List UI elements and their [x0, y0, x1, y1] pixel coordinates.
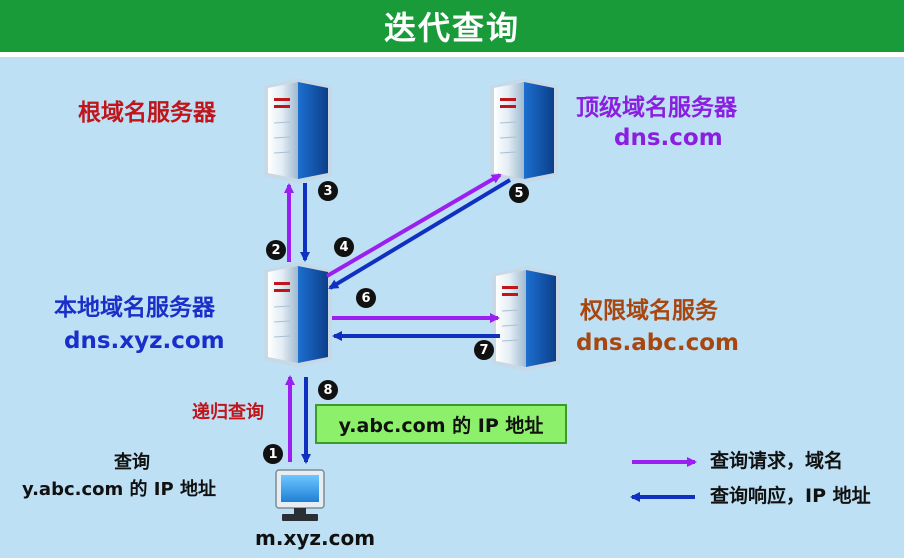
page-title: 迭代查询: [0, 0, 904, 52]
title-divider: [0, 52, 904, 57]
step-badge-5: 5: [509, 183, 529, 203]
computer-icon: [275, 469, 325, 521]
step-badge-2: 2: [266, 240, 286, 260]
recursive-query-label: 递归查询: [192, 402, 264, 423]
local-server-label: 本地域名服务器: [54, 295, 215, 321]
answer-box: y.abc.com 的 IP 地址: [315, 404, 567, 444]
tld-server-label: 顶级域名服务器: [576, 95, 737, 121]
root-server-icon: [263, 77, 333, 184]
local-server-icon: [263, 261, 333, 368]
step-badge-3: 3: [318, 181, 338, 201]
step-badge-7: 7: [474, 340, 494, 360]
step-badge-6: 6: [356, 288, 376, 308]
step-badge-4: 4: [334, 237, 354, 257]
legend-response-label: 查询响应，IP 地址: [710, 485, 871, 507]
auth-server-label: 权限域名服务: [580, 298, 718, 324]
arrow-step-4: [325, 173, 502, 278]
tld-server-icon: [489, 77, 559, 184]
auth-server-icon: [491, 265, 561, 372]
host-query-line1: 查询: [114, 452, 150, 473]
legend-request-label: 查询请求，域名: [710, 450, 844, 472]
local-server-domain: dns.xyz.com: [64, 328, 225, 354]
tld-server-domain: dns.com: [614, 125, 723, 151]
root-server-label: 根域名服务器: [78, 100, 216, 126]
arrow-step-5: [328, 178, 512, 290]
host-domain: m.xyz.com: [255, 526, 376, 550]
auth-server-domain: dns.abc.com: [576, 330, 740, 356]
host-query-line2: y.abc.com 的 IP 地址: [22, 479, 216, 500]
step-badge-8: 8: [318, 380, 338, 400]
step-badge-1: 1: [263, 444, 283, 464]
